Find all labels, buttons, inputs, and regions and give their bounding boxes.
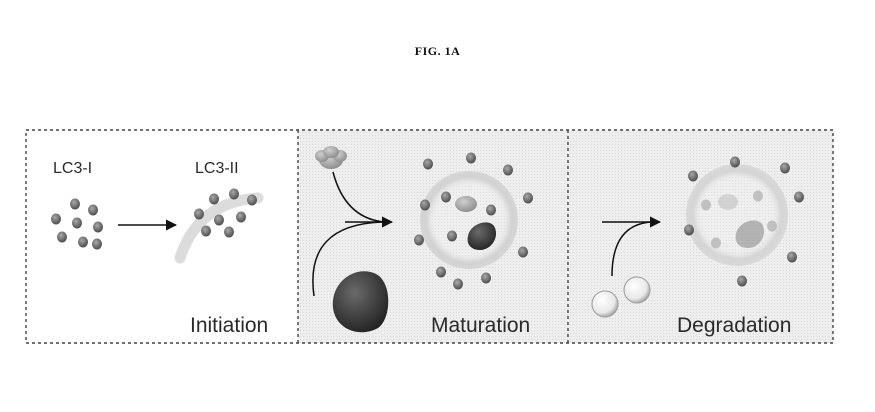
lc3-ii-label: LC3-II — [195, 160, 239, 177]
maturation-panel: Maturation — [312, 146, 533, 337]
lysosome-path-arrow — [611, 221, 653, 277]
autolysosome — [684, 156, 804, 287]
initiation-panel: LC3-I LC3-II Initiation — [51, 160, 268, 337]
initiation-stage-label: Initiation — [190, 314, 268, 337]
lc3-i-cluster — [51, 198, 103, 250]
cargo-blob-icon — [315, 146, 347, 169]
damaged-organelle-icon — [332, 271, 389, 333]
degradation-stage-label: Degradation — [677, 314, 791, 337]
lc3-i-label: LC3-I — [53, 160, 92, 177]
cargo-path-arrow — [332, 171, 385, 223]
lysosome-icon — [591, 290, 619, 318]
figure-border — [25, 129, 834, 344]
lysosome-icon — [623, 276, 651, 304]
mitochondrion-path-arrow — [312, 221, 385, 297]
degradation-panel: Degradation — [591, 156, 804, 337]
figure-title: FIG. 1A — [414, 44, 461, 58]
autophagosome — [414, 152, 533, 290]
phagophore — [174, 188, 264, 264]
maturation-stage-label: Maturation — [431, 314, 530, 337]
